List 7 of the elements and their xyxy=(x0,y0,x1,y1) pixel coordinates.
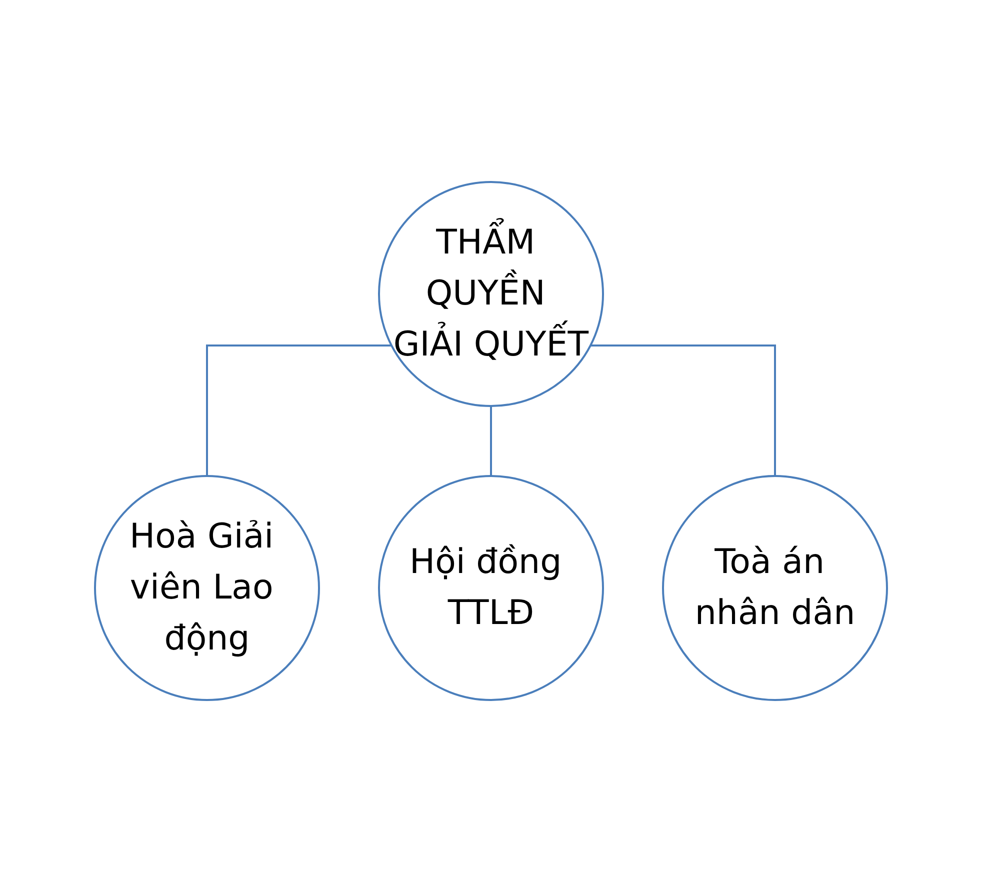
connector xyxy=(590,344,776,476)
node-circle: Toà án nhân dân xyxy=(662,474,888,700)
node-circle: Hội đồng TTLĐ xyxy=(378,474,604,700)
connector xyxy=(206,344,392,476)
node-circle: Hoà Giải viên Lao động xyxy=(94,474,320,700)
connector xyxy=(490,404,492,476)
node-circle: THẨM QUYỀN GIẢI QUYẾT xyxy=(378,180,604,406)
